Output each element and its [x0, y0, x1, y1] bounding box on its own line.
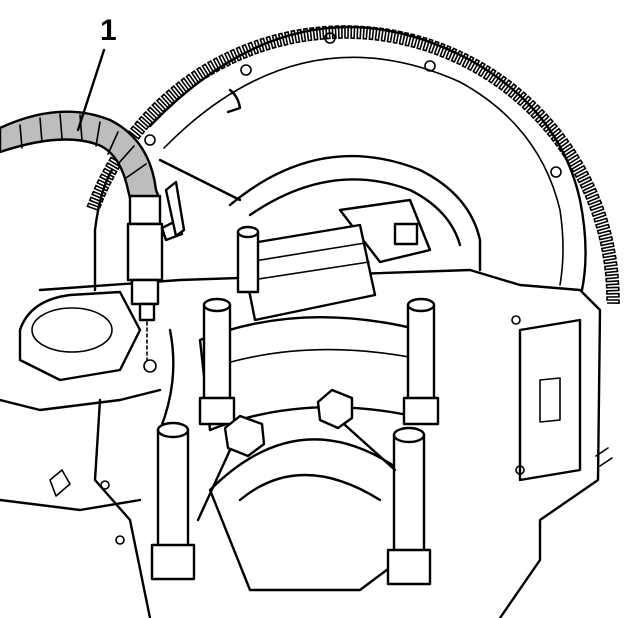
block-hole — [515, 465, 525, 475]
housing-arc-outer — [228, 154, 482, 272]
callout-leader-line — [76, 48, 106, 132]
block-hole — [115, 535, 125, 545]
flywheel — [86, 25, 620, 305]
crank-journal-bore — [208, 438, 402, 592]
block-right-pocket — [518, 318, 582, 482]
block-hole — [100, 480, 110, 490]
cap-bolt-4 — [150, 421, 196, 581]
rear-housing — [228, 154, 482, 272]
housing-arc-inner — [248, 178, 462, 247]
cap-bolt-1 — [236, 225, 260, 294]
flywheel-bolt-hole — [550, 166, 562, 178]
block-rail-left — [0, 388, 162, 412]
flywheel-bolt-hole — [144, 134, 156, 146]
cap-bolts — [150, 225, 440, 586]
hose-valve-handle — [164, 180, 186, 238]
hose-fitting-body — [126, 222, 164, 282]
pressure-hose-tool — [0, 110, 186, 361]
hose-wrap-lines — [19, 113, 147, 179]
hose-fitting-upper — [128, 194, 162, 226]
hose-fitting-lower — [130, 278, 160, 306]
block-clip — [49, 469, 71, 497]
block-hole — [511, 315, 521, 325]
flywheel-inner-rim-2 — [163, 56, 564, 286]
cap-bolt-3 — [402, 297, 440, 426]
bearing-cap-rear-line — [247, 242, 366, 263]
flywheel-bolt-hole — [324, 32, 336, 44]
block-left-boss — [18, 290, 142, 382]
flywheel-inner-rim — [148, 25, 587, 292]
block-left-bore — [31, 307, 113, 353]
cap-bolt-5 — [386, 426, 432, 586]
bearing-cap-rear-line — [251, 261, 370, 281]
crank-journal-arc — [238, 473, 382, 502]
block-right-slot — [539, 377, 561, 423]
callout-label-1: 1 — [100, 14, 117, 47]
oil-gallery-hole — [143, 359, 157, 373]
bracket-bolt — [393, 222, 419, 246]
block-hatch — [595, 447, 613, 467]
flywheel-bolt-hole — [240, 64, 252, 76]
flywheel-edge — [158, 158, 242, 202]
bearing-cap-rear — [238, 223, 377, 322]
rear-seal-bracket — [338, 198, 432, 264]
flywheel-left-edge — [93, 168, 114, 292]
hose-adapter-nozzle — [138, 302, 156, 322]
block-web-left — [93, 398, 152, 618]
flywheel-tab — [226, 88, 242, 114]
cap-side-left — [158, 328, 175, 432]
cap-brace — [196, 448, 232, 522]
block-rail-lower — [0, 498, 142, 512]
cap-bolt-hex — [316, 388, 354, 430]
flywheel-bolt-hole — [424, 60, 436, 72]
cap-bolt-hex — [223, 414, 266, 458]
flywheel-ring-gear-teeth — [86, 25, 620, 305]
cap-brace — [343, 423, 397, 472]
main-bearing-caps — [158, 223, 432, 592]
cap-bolt-2 — [198, 297, 236, 426]
